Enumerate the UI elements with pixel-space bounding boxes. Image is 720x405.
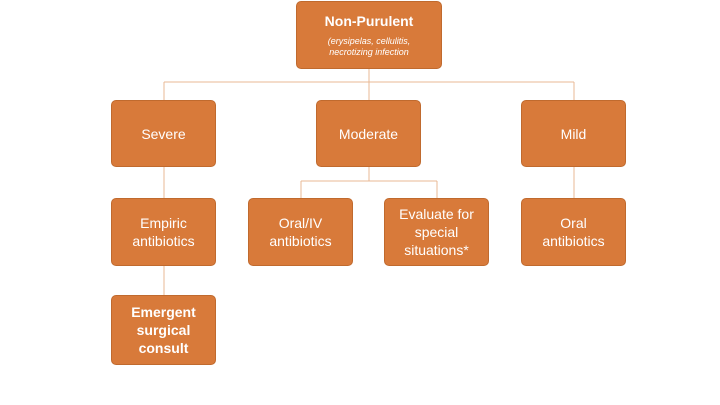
node-evaluate-special-situations: Evaluate for special situations* [384,198,489,266]
node-oral-antibiotics: Oral antibiotics [521,198,626,266]
node-moderate-label: Moderate [338,125,399,142]
node-empiric-antibiotics: Empiric antibiotics [111,198,216,266]
node-non-purulent-subtitle: (erysipelas, cellulitis, necrotizing inf… [327,36,411,57]
node-emergent-surgical-consult: Emergent surgical consult [111,295,216,365]
node-empiric-antibiotics-label: Empiric antibiotics [132,215,195,249]
node-evaluate-special-situations-label: Evaluate for special situations* [399,206,474,258]
node-severe-label: Severe [141,125,186,142]
node-non-purulent-title: Non-Purulent [324,13,414,29]
node-oral-iv-antibiotics-label: Oral/IV antibiotics [269,215,332,249]
node-moderate: Moderate [316,100,421,167]
node-emergent-surgical-consult-label: Emergent surgical consult [131,304,196,356]
node-oral-antibiotics-label: Oral antibiotics [542,215,605,249]
node-oral-iv-antibiotics: Oral/IV antibiotics [248,198,353,266]
node-mild-label: Mild [560,125,587,142]
node-mild: Mild [521,100,626,167]
node-non-purulent: Non-Purulent (erysipelas, cellulitis, ne… [296,1,442,69]
node-severe: Severe [111,100,216,167]
